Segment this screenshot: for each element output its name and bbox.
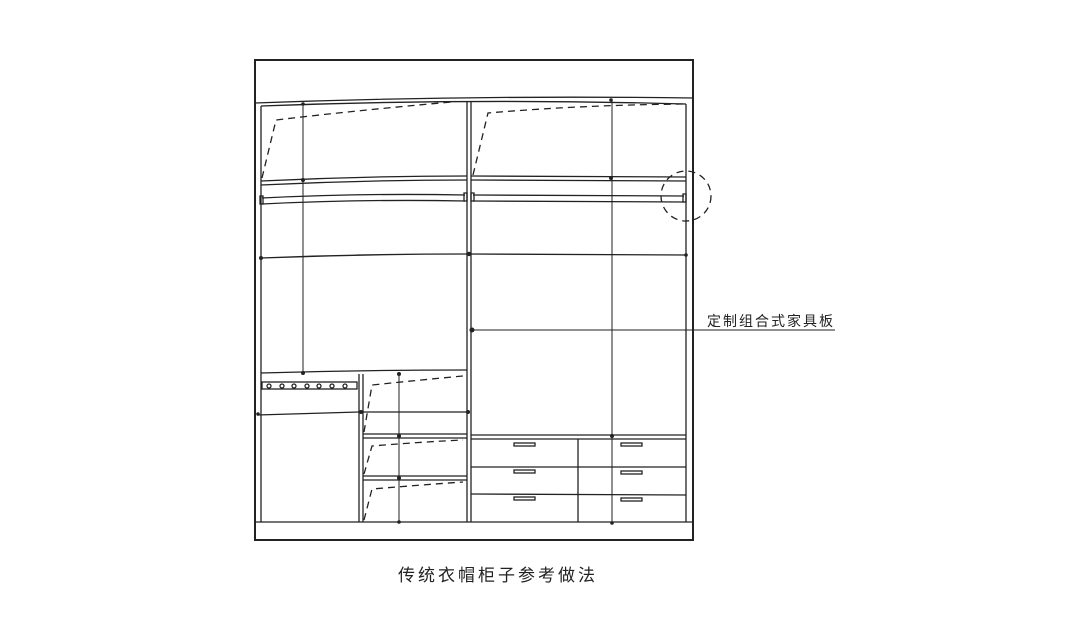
figure-caption: 传统衣帽柜子参考做法 — [398, 566, 598, 586]
hanging-rod-right — [470, 192, 687, 203]
upper-shelf — [260, 175, 687, 186]
middle-dimension-line — [260, 253, 687, 259]
junction-markers — [256, 98, 688, 525]
folded-garment-upper-right — [472, 103, 687, 176]
accessory-rail — [261, 381, 358, 390]
drawer-handles — [513, 442, 643, 502]
folded-garment-small-3 — [363, 481, 464, 521]
small-shelves — [363, 374, 467, 522]
outer-frame — [254, 59, 694, 541]
folded-garment-small-2 — [363, 439, 464, 475]
folded-garment-small-1 — [363, 375, 464, 433]
detail-circle — [660, 170, 712, 222]
cabinet-inner-top — [260, 100, 687, 107]
callout-label-custom-panel: 定制组合式家具板 — [707, 314, 835, 330]
center-divider-panel — [466, 102, 472, 522]
top-soffit-line — [254, 96, 694, 104]
hanging-rod-left — [259, 192, 468, 205]
drawer-unit — [470, 434, 687, 522]
folded-garment-upper-left — [261, 101, 453, 179]
lower-left-top-line — [260, 369, 468, 374]
